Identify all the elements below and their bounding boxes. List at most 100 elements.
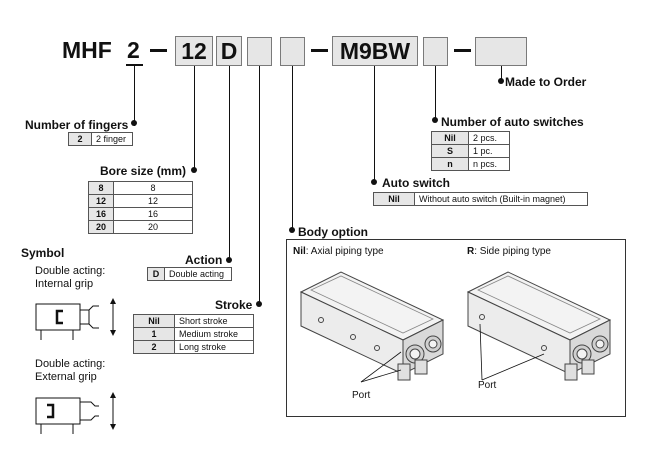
bore-code-box: 12 <box>175 36 213 66</box>
fingers-underline <box>126 64 143 66</box>
body-option-code-box <box>280 37 305 66</box>
action-dot <box>226 257 232 263</box>
action-label: Action <box>185 253 223 267</box>
table-value: 2 finger <box>91 132 133 146</box>
table-key: 12 <box>88 194 114 208</box>
bore-leader <box>194 66 195 172</box>
table-value: 8 <box>113 181 193 195</box>
axial-piping-caption: Nil: Axial piping type <box>293 246 384 257</box>
table-key: n <box>431 157 469 171</box>
table-value: 1 pc. <box>468 144 510 158</box>
axial-key: Nil <box>293 246 306 257</box>
port-label-right: Port <box>478 380 497 391</box>
table-value: Double acting <box>164 267 232 281</box>
table-key: D <box>147 267 165 281</box>
auto-switch-table: Nil Without auto switch (Built-in magnet… <box>373 192 588 206</box>
table-key: 1 <box>133 327 175 341</box>
made-to-order-code-box <box>475 37 527 66</box>
axial-text: : Axial piping type <box>305 246 384 257</box>
side-key: R <box>467 246 475 257</box>
table-key: 2 <box>133 340 175 354</box>
side-text: : Side piping type <box>474 246 551 257</box>
table-value: Without auto switch (Built-in magnet) <box>414 192 588 206</box>
table-row: D Double acting <box>147 267 232 281</box>
made-to-order-dot <box>498 78 504 84</box>
body-option-label: Body option <box>298 225 368 239</box>
bore-size-label: Bore size (mm) <box>100 164 187 178</box>
auto-switch-code: M9BW <box>339 38 411 64</box>
symbol-label: Symbol <box>21 246 65 260</box>
stroke-label: Stroke <box>215 298 253 312</box>
table-value: 16 <box>113 207 193 221</box>
body-option-leader <box>292 66 293 232</box>
external-grip-caption-2: External grip <box>35 371 97 383</box>
port-label-left: Port <box>352 390 371 401</box>
table-row: Nil Without auto switch (Built-in magnet… <box>373 192 588 206</box>
table-key: S <box>431 144 469 158</box>
external-grip-symbol <box>35 392 116 434</box>
switch-count-leader <box>435 66 436 122</box>
auto-switch-dot <box>371 179 377 185</box>
internal-grip-caption-2: Internal grip <box>35 278 94 290</box>
fingers-code: 2 <box>127 37 140 63</box>
switch-count-code-box <box>423 37 448 66</box>
table-key: 20 <box>88 220 114 234</box>
internal-grip-caption-1: Double acting: <box>35 265 106 277</box>
bore-code: 12 <box>181 38 207 64</box>
auto-switch-leader <box>374 66 375 184</box>
switch-count-dot <box>432 117 438 123</box>
separator-dash <box>311 49 328 52</box>
side-piping-gripper-drawing <box>466 271 612 381</box>
auto-switch-label: Auto switch <box>382 176 450 190</box>
axial-piping-gripper-drawing <box>299 271 445 383</box>
action-code-box: D <box>216 36 242 66</box>
table-key: 8 <box>88 181 114 195</box>
number-of-fingers-label: Number of fingers <box>25 118 129 132</box>
table-key: 2 <box>68 132 92 146</box>
made-to-order-leader <box>501 66 502 82</box>
action-table: D Double acting <box>147 267 232 281</box>
table-key: Nil <box>373 192 415 206</box>
side-piping-caption: R: Side piping type <box>467 246 551 257</box>
table-key: Nil <box>133 314 175 328</box>
table-value: Medium stroke <box>174 327 254 341</box>
fingers-dot <box>131 120 137 126</box>
body-option-panel <box>286 239 626 417</box>
bore-dot <box>191 167 197 173</box>
external-grip-caption-1: Double acting: <box>35 358 106 370</box>
table-value: 20 <box>113 220 193 234</box>
table-value: 12 <box>113 194 193 208</box>
action-leader <box>229 66 230 262</box>
table-value: Long stroke <box>174 340 254 354</box>
made-to-order-label: Made to Order <box>505 75 587 89</box>
stroke-leader <box>259 66 260 306</box>
stroke-dot <box>256 301 262 307</box>
number-of-auto-switches-label: Number of auto switches <box>441 115 584 129</box>
fingers-table: 2 2 finger <box>68 132 133 146</box>
table-value: n pcs. <box>468 157 510 171</box>
internal-grip-symbol <box>35 298 116 340</box>
table-value: Short stroke <box>174 314 254 328</box>
action-code: D <box>220 38 238 64</box>
table-row: 2 2 finger <box>68 132 133 146</box>
separator-dash <box>454 49 471 52</box>
prefix-code: MHF <box>62 37 112 63</box>
table-value: 2 pcs. <box>468 131 510 145</box>
table-key: 16 <box>88 207 114 221</box>
auto-switch-code-box: M9BW <box>332 36 418 66</box>
separator-dash <box>150 49 167 52</box>
table-key: Nil <box>431 131 469 145</box>
